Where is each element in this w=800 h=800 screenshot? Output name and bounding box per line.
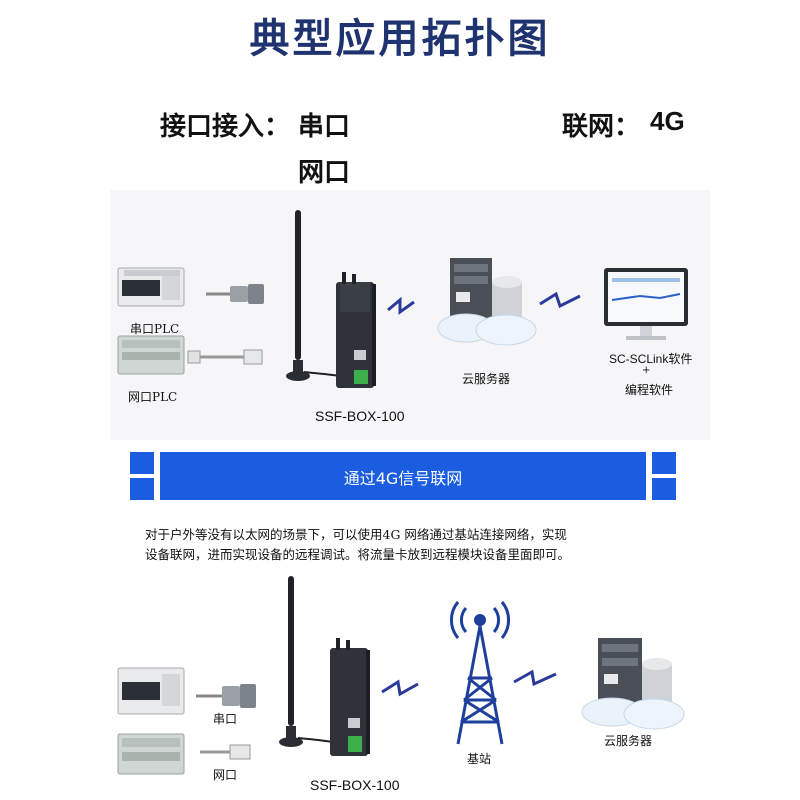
router-device-icon [330, 638, 370, 756]
serial-label: 串口 [213, 712, 238, 726]
cloud-icon [581, 697, 685, 730]
cloud-server-label: 云服务器 [462, 372, 511, 386]
description-line-2: 设备联网，进而实现设备的远程调试。将流量卡放到远程模块设备里面即可。 [145, 547, 571, 562]
serial-connector-icon [196, 684, 256, 708]
network-label: 联网： [562, 112, 641, 142]
page-title: 典型应用拓扑图 [249, 16, 551, 62]
serial-connector-icon [206, 284, 264, 304]
monitor-icon [604, 268, 688, 340]
plc-icon [117, 733, 185, 775]
network-value: 4G [650, 106, 685, 136]
plc-icon [117, 335, 185, 375]
bottom-cloud-server-label: 云服务器 [604, 734, 653, 748]
interface-serial: 串口 [298, 112, 351, 142]
tower-label: 基站 [467, 752, 492, 766]
cell-tower-icon [450, 601, 510, 745]
top-topology-diagram [117, 210, 688, 388]
bottom-device-label: SSF-BOX-100 [310, 777, 400, 793]
ethernet-connector-icon [200, 744, 251, 760]
router-device-icon [336, 272, 376, 388]
wireless-link-icon [539, 291, 581, 309]
device-label: SSF-BOX-100 [315, 408, 405, 424]
plus-sign: + [642, 365, 651, 376]
ethernet-plc-label: 网口PLC [128, 390, 178, 404]
interface-ethernet: 网口 [298, 158, 351, 188]
serial-plc-label: 串口PLC [130, 322, 180, 336]
interface-label: 接口接入： [160, 112, 291, 142]
plc-icon [117, 667, 185, 715]
server-icon [450, 258, 492, 324]
wireless-link-icon [513, 669, 557, 687]
bottom-topology-diagram [117, 576, 685, 775]
wireless-link-icon [387, 296, 415, 315]
software-label: SC-SCLink软件 [609, 352, 693, 366]
plc-icon [117, 267, 185, 307]
banner-frame [130, 452, 676, 500]
server-icon [598, 638, 642, 708]
description-line-1: 对于户外等没有以太网的场景下，可以使用4G 网络通过基站连接网络，实现 [145, 527, 567, 542]
banner-text: 通过4G信号联网 [343, 469, 463, 488]
ethernet-connector-icon [187, 349, 263, 365]
cloud-icon [437, 313, 537, 346]
programming-software-label: 编程软件 [625, 383, 674, 397]
wireless-link-icon [381, 679, 419, 697]
ethernet-label: 网口 [213, 768, 238, 782]
